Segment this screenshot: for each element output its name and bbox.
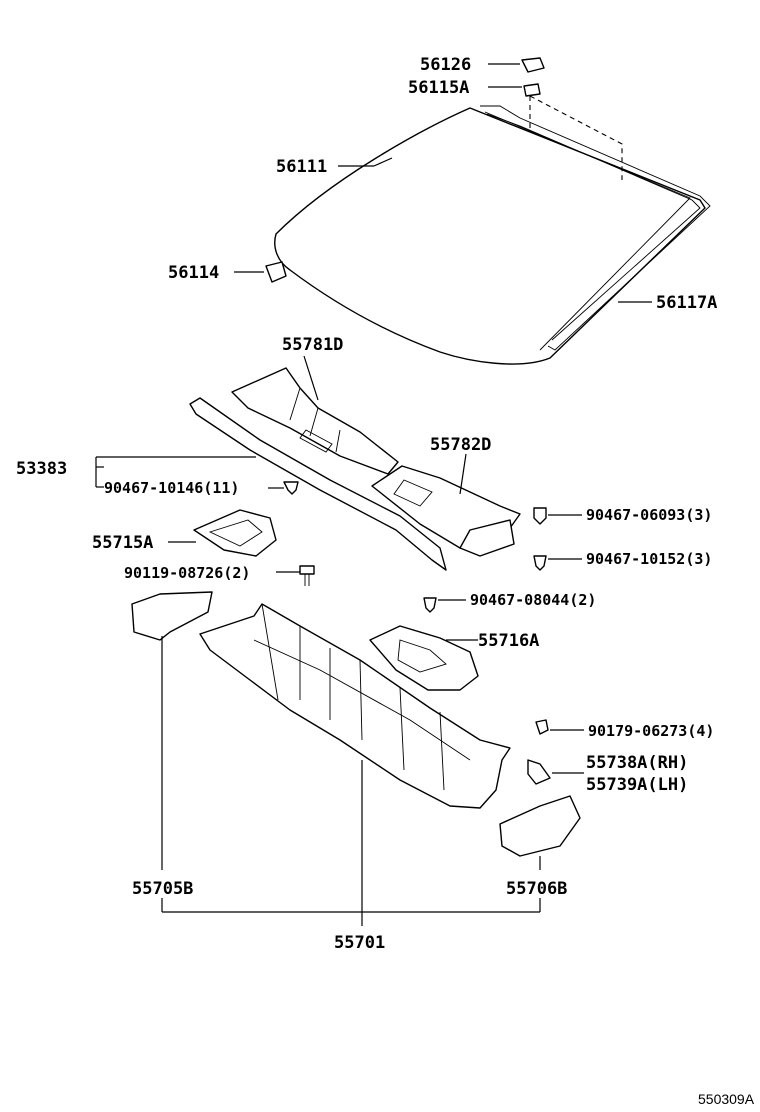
label-55701: 55701 xyxy=(334,933,385,953)
label-56111: 56111 xyxy=(276,157,327,177)
label-55781D: 55781D xyxy=(282,335,343,355)
bracket-55705B xyxy=(131,591,213,641)
panel-55716A xyxy=(369,625,479,691)
clip-56115A xyxy=(523,83,541,97)
label-55716A: 55716A xyxy=(478,631,539,651)
cowl-louver-left xyxy=(231,367,399,475)
clip-90467-06093 xyxy=(533,507,547,525)
label-90467-06093: 90467-06093(3) xyxy=(586,506,712,524)
windshield-molding xyxy=(480,105,711,351)
spacer-56114 xyxy=(265,261,287,283)
label-55706B: 55706B xyxy=(506,879,567,899)
label-90467-10152: 90467-10152(3) xyxy=(586,550,712,568)
label-56126: 56126 xyxy=(420,55,471,75)
leader-lines xyxy=(95,63,652,926)
label-55705B: 55705B xyxy=(132,879,193,899)
label-55739A: 55739A(LH) xyxy=(586,775,688,795)
locator-dash xyxy=(529,95,623,180)
hood-seal xyxy=(189,397,447,571)
clip-56126 xyxy=(521,57,545,73)
bolt-90119-08726 xyxy=(299,565,315,586)
label-55782D: 55782D xyxy=(430,435,491,455)
clip-55738A xyxy=(527,759,551,785)
bracket-55706B xyxy=(499,795,581,857)
label-90179-06273: 90179-06273(4) xyxy=(588,722,714,740)
label-56117A: 56117A xyxy=(656,293,717,313)
clip-90467-10146 xyxy=(283,481,299,495)
label-90467-10146: 90467-10146(11) xyxy=(104,479,239,497)
nut-90179-06273 xyxy=(535,719,549,735)
label-53383: 53383 xyxy=(16,459,67,479)
label-56115A: 56115A xyxy=(408,78,469,98)
diagram-code: 550309A xyxy=(698,1091,755,1107)
label-90467-08044: 90467-08044(2) xyxy=(470,591,596,609)
label-56114: 56114 xyxy=(168,263,219,283)
label-90119-08726: 90119-08726(2) xyxy=(124,564,250,582)
cowl-louver-right xyxy=(371,465,521,557)
label-55715A: 55715A xyxy=(92,533,153,553)
clip-90467-08044 xyxy=(423,597,437,613)
clip-90467-10152 xyxy=(533,555,547,571)
bracket-55715A xyxy=(193,509,277,557)
label-55738A: 55738A(RH) xyxy=(586,753,688,773)
windshield-glass xyxy=(274,107,706,365)
cowl-panel xyxy=(199,603,511,809)
